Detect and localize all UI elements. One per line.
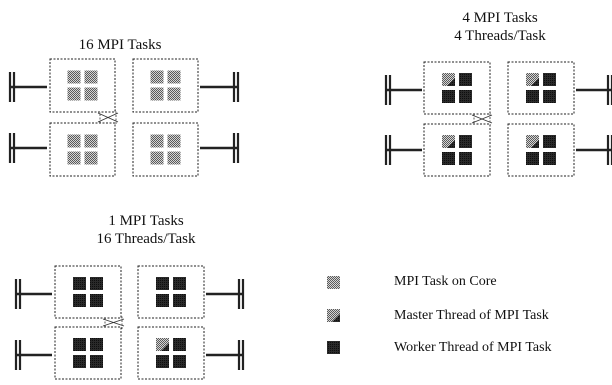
worker-thread-core [156,294,169,307]
master-thread-core [442,135,455,148]
mpi-task-core [150,151,164,165]
socket-box [423,61,491,115]
socket-box [49,122,116,177]
socket-box [507,61,575,115]
worker-thread-core [173,294,186,307]
worker-thread-core [459,90,472,103]
mpi-task-core [84,151,98,165]
mpi-task-core [67,70,81,84]
worker-thread-core [543,90,556,103]
worker-thread-core [90,338,103,351]
master-thread-core [156,338,169,351]
memory-bus-line [384,135,422,165]
legend-label-worker-thread: Worker Thread of MPI Task [394,340,552,355]
worker-thread-core [173,338,186,351]
worker-thread-core [73,294,86,307]
node-panel-1-mpi-task [14,265,245,380]
panel-title-line: 4 Threads/Task [454,28,546,44]
socket-box [132,122,199,177]
socket-box [423,123,491,177]
master-thread-icon [327,309,340,322]
worker-thread-core [73,355,86,368]
mpi-task-core [327,276,340,289]
worker-thread-icon [327,341,340,354]
memory-bus-line [14,279,52,309]
worker-thread-core [442,152,455,165]
worker-thread-core [442,90,455,103]
panel-title-4-mpi-tasks: 4 MPI Tasks 4 Threads/Task [420,9,580,45]
mpi-task-core [67,134,81,148]
mpi-task-core [67,151,81,165]
memory-bus-line [14,340,52,370]
worker-thread-core [173,277,186,290]
worker-thread-core [73,277,86,290]
socket-box [137,265,205,319]
worker-thread-core [90,355,103,368]
worker-thread-core [543,73,556,86]
memory-bus-line [8,133,47,163]
panel-title-line: 16 MPI Tasks [78,37,162,53]
mpi-task-core [84,87,98,101]
worker-thread-core [543,135,556,148]
panel-title-16-mpi-tasks: 16 MPI Tasks [40,36,200,54]
panel-title-line: 1 MPI Tasks [108,213,184,229]
socket-box [54,326,122,380]
worker-thread-core [173,355,186,368]
worker-thread-core [526,152,539,165]
worker-thread-core [90,277,103,290]
memory-bus-line [384,75,422,105]
memory-bus-line [576,135,612,165]
mpi-task-core [67,87,81,101]
master-thread-core [526,73,539,86]
worker-thread-core [156,277,169,290]
mpi-task-core-icon [327,276,340,289]
master-thread-core [442,73,455,86]
worker-thread-core [526,90,539,103]
memory-bus-line [576,75,612,105]
worker-thread-core [90,294,103,307]
mpi-task-core [84,70,98,84]
panel-title-1-mpi-task: 1 MPI Tasks 16 Threads/Task [66,212,226,248]
mpi-task-core [167,70,181,84]
worker-thread-core [459,73,472,86]
master-thread-core [327,309,340,322]
master-thread-core [526,135,539,148]
worker-thread-core [459,135,472,148]
socket-box [132,58,199,113]
memory-bus-line [206,279,245,309]
memory-bus-line [200,72,240,102]
mpi-task-core [84,134,98,148]
worker-thread-core [156,355,169,368]
mpi-task-core [167,87,181,101]
panel-title-line: 4 MPI Tasks [462,10,538,26]
legend-label-mpi-task: MPI Task on Core [394,274,497,289]
mpi-task-core [167,134,181,148]
worker-thread-core [73,338,86,351]
node-panel-4-mpi-tasks [384,61,612,177]
socket-box [49,58,116,113]
node-panel-16-mpi-tasks [8,58,240,177]
socket-box [137,326,205,380]
panel-title-line: 16 Threads/Task [96,231,196,247]
worker-thread-core [543,152,556,165]
memory-bus-line [200,133,240,163]
worker-thread-core [459,152,472,165]
socket-box [54,265,122,319]
mpi-task-core [167,151,181,165]
mpi-task-core [150,70,164,84]
memory-bus-line [8,72,47,102]
mpi-task-core [150,87,164,101]
legend-label-master-thread: Master Thread of MPI Task [394,308,549,323]
mpi-task-core [150,134,164,148]
worker-thread-core [327,341,340,354]
memory-bus-line [206,340,245,370]
socket-box [507,123,575,177]
